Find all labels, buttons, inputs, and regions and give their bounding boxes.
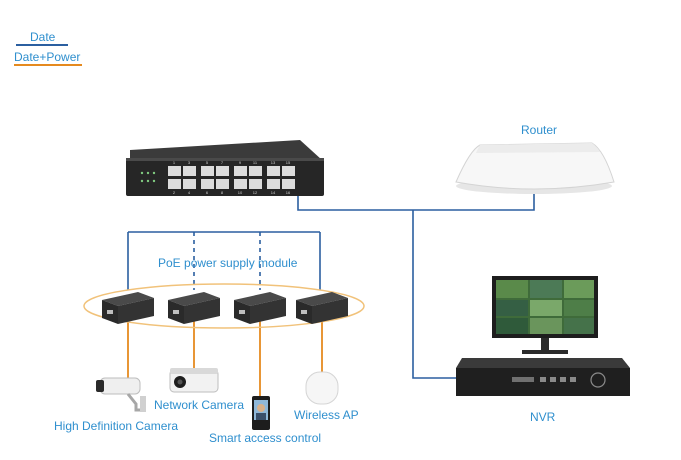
power-connection-lines <box>127 318 323 396</box>
switch-leds <box>140 171 156 183</box>
port-number-top: 15 <box>286 160 291 165</box>
port-number-top: 11 <box>253 160 258 165</box>
port-number-top: 7 <box>221 160 224 165</box>
legend-date-label: Date <box>30 30 56 44</box>
port-number-bottom: 8 <box>221 190 224 195</box>
data-connection-lines <box>127 192 535 379</box>
port-number-top: 1 <box>173 160 176 165</box>
port-number-bottom: 4 <box>188 190 191 195</box>
router-device <box>455 142 615 194</box>
port-number-bottom: 2 <box>173 190 176 195</box>
poe-module <box>296 292 348 324</box>
switch-ports <box>168 166 295 189</box>
wireless-ap-label: Wireless AP <box>294 408 359 422</box>
legend-date-line <box>16 44 68 46</box>
nvr-label: NVR <box>530 410 556 424</box>
port-number-top: 5 <box>206 160 209 165</box>
poe-module-group-ring <box>83 283 365 329</box>
legend-date-power-line <box>14 64 82 66</box>
nvr-device <box>456 358 630 396</box>
port-number-top: 9 <box>239 160 242 165</box>
port-number-top: 3 <box>188 160 191 165</box>
router-label: Router <box>521 123 558 137</box>
poe-module <box>234 292 286 324</box>
legend-date-power-label: Date+Power <box>14 50 81 64</box>
hd-camera-label: High Definition Camera <box>54 419 179 433</box>
network-camera-device <box>169 368 219 393</box>
poe-module <box>168 292 220 324</box>
hd-camera-device <box>96 377 146 412</box>
port-number-bottom: 6 <box>206 190 209 195</box>
network-camera-label: Network Camera <box>154 398 245 412</box>
port-number-bottom: 16 <box>286 190 291 195</box>
port-number-bottom: 10 <box>238 190 243 195</box>
smart-access-label: Smart access control <box>209 431 322 445</box>
port-number-top: 13 <box>271 160 276 165</box>
poe-module <box>102 292 154 324</box>
poe-module-label: PoE power supply module <box>158 256 298 270</box>
network-switch: 1 3 5 7 9 11 13 15 2 4 6 8 10 12 14 16 <box>126 140 324 196</box>
port-number-bottom: 12 <box>253 190 258 195</box>
wireless-ap-device <box>305 371 339 405</box>
monitor-device <box>492 276 598 354</box>
port-number-bottom: 14 <box>271 190 276 195</box>
access-control-device <box>252 396 270 430</box>
